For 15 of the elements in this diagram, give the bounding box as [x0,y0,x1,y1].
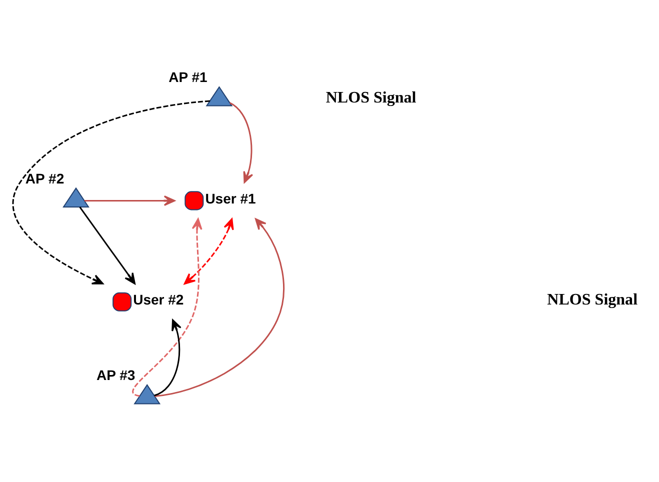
arrow [84,195,176,206]
arrow [79,206,136,284]
node-label: AP #1 [168,69,208,86]
arrow [154,319,182,396]
arrow [229,102,254,184]
node-label: AP #3 [96,367,136,384]
arrow [12,100,210,284]
node-label: User #2 [133,292,184,308]
arrow [154,218,284,397]
arrow [132,218,202,397]
node-label: User #1 [205,190,256,206]
label: NLOS Signal [547,292,638,309]
label: NLOS Signal [326,89,416,106]
node-label: AP #2 [25,170,64,186]
arrow [184,218,234,284]
